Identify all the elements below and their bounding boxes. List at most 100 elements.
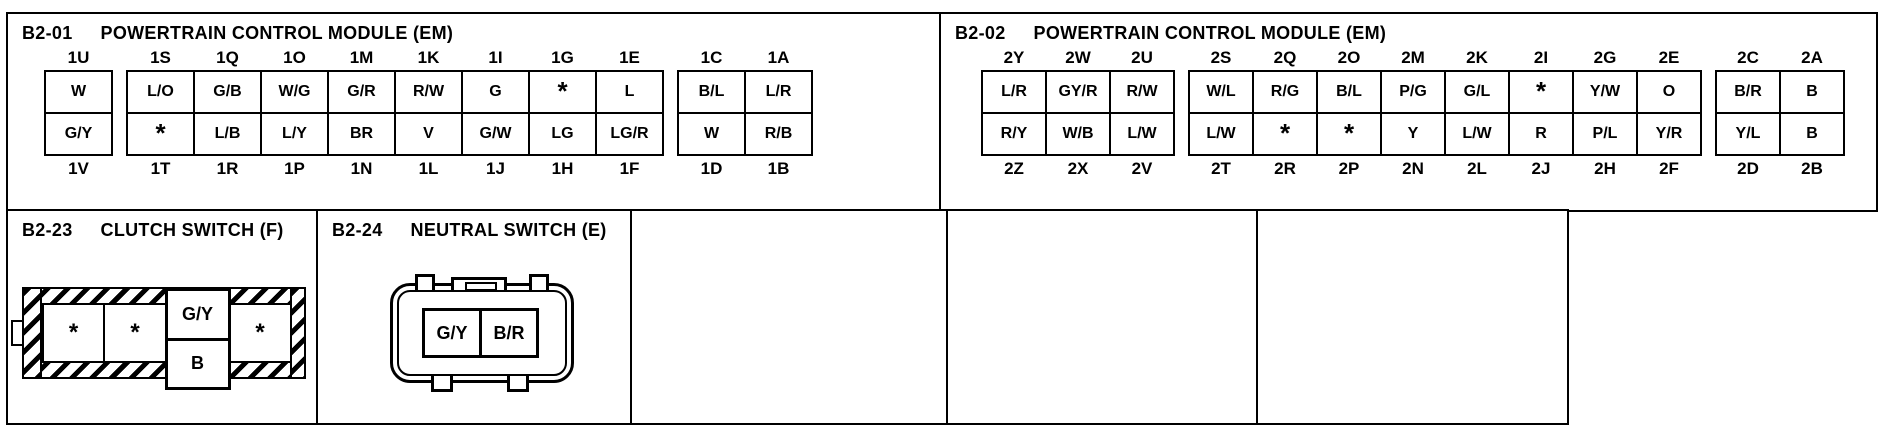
clutch-switch-connector-drawing: * * G/Y B *: [11, 281, 306, 390]
pin-number-label: 2C: [1737, 47, 1759, 67]
wire-color-cell: G/Y: [44, 112, 113, 156]
wire-color-cell: *: [126, 112, 195, 156]
terminal-row: G/Y B/R: [422, 308, 539, 358]
wire-color-cell: R/B: [744, 112, 813, 156]
connector-id: B2-01: [22, 23, 73, 43]
wire-color-cell: B: [1779, 70, 1845, 114]
pin-number-label: 2E: [1658, 47, 1680, 67]
pin-number-label: 2T: [1211, 158, 1231, 178]
wire-color-cell: W: [44, 70, 113, 114]
pin-number-label: 2A: [1801, 47, 1823, 67]
hatch-cap-left: [22, 287, 42, 379]
pin-number-label: 1F: [619, 158, 640, 178]
pin-number-label: 1Q: [216, 47, 239, 67]
pin-number-label: 1O: [283, 47, 306, 67]
wire-color-cell: Y/R: [1636, 112, 1702, 156]
pin-number-label: 2L: [1467, 158, 1487, 178]
pin-number-label: 1U: [67, 47, 90, 67]
wire-color-cell: L/R: [744, 70, 813, 114]
pin-number-label: 2H: [1594, 158, 1616, 178]
pin-number-label: 1E: [619, 47, 640, 67]
housing-tab: [431, 376, 453, 392]
wire-color-cell: B: [1779, 112, 1845, 156]
pin-number-label: 1S: [150, 47, 171, 67]
pin-number-label: 2Y: [1003, 47, 1025, 67]
terminal-cell: G/Y: [422, 308, 482, 358]
connector-header-b2-01: B2-01 POWERTRAIN CONTROL MODULE (EM): [8, 14, 940, 44]
pin-number-label: 1H: [551, 158, 574, 178]
wire-color-cell: L/W: [1444, 112, 1510, 156]
connector-title: POWERTRAIN CONTROL MODULE (EM): [1033, 23, 1387, 43]
wire-color-cell: R/W: [394, 70, 463, 114]
pin-number-label: 2F: [1659, 158, 1679, 178]
wire-color-cell: R/W: [1109, 70, 1175, 114]
pin-number-label: 2X: [1067, 158, 1089, 178]
wire-color-cell: B/L: [1316, 70, 1382, 114]
pin-number-label: 2Z: [1004, 158, 1024, 178]
pin-number-label: 2D: [1737, 158, 1759, 178]
pin-number-label: 1I: [488, 47, 503, 67]
wire-color-cell: R: [1508, 112, 1574, 156]
empty-cell: [630, 209, 949, 425]
wire-color-cell: LG/R: [595, 112, 664, 156]
connector-mount-tab: [11, 320, 24, 346]
wire-color-cell: Y/L: [1715, 112, 1781, 156]
connector-id: B2-24: [332, 220, 383, 240]
pin-number-label: 2B: [1801, 158, 1823, 178]
pin-number-label: 1P: [284, 158, 305, 178]
connector-housing-inner: G/Y B/R: [397, 290, 567, 376]
connector-title: POWERTRAIN CONTROL MODULE (EM): [100, 23, 454, 43]
pin-number-label: 2N: [1402, 158, 1424, 178]
wire-color-cell: W/B: [1045, 112, 1111, 156]
terminal-cell: *: [103, 303, 167, 363]
pin-number-label: 2G: [1593, 47, 1617, 67]
pin-number-label: 1N: [350, 158, 373, 178]
pin-number-label: 1J: [486, 158, 505, 178]
wire-color-cell: L: [595, 70, 664, 114]
pin-number-label: 2W: [1065, 47, 1091, 67]
wire-color-cell: L/W: [1109, 112, 1175, 156]
pin-number-label: 1K: [417, 47, 440, 67]
terminal-cell: B: [191, 353, 204, 374]
pin-number-label: 2I: [1533, 47, 1549, 67]
pin-number-label: 1B: [767, 158, 790, 178]
pin-number-label: 1L: [418, 158, 439, 178]
wire-color-cell: W: [677, 112, 746, 156]
wire-color-cell: G: [461, 70, 530, 114]
pin-number-label: 2O: [1337, 47, 1361, 67]
wire-color-cell: R/G: [1252, 70, 1318, 114]
pin-number-label: 2S: [1210, 47, 1232, 67]
wire-color-cell: GY/R: [1045, 70, 1111, 114]
pin-number-label: 1D: [700, 158, 723, 178]
wire-color-cell: P/L: [1572, 112, 1638, 156]
terminal-row: * * G/Y B *: [41, 288, 292, 390]
pin-number-label: 1C: [700, 47, 723, 67]
wire-color-cell: L/B: [193, 112, 262, 156]
wire-color-cell: Y/W: [1572, 70, 1638, 114]
housing-tab: [507, 376, 529, 392]
pin-number-label: 2J: [1531, 158, 1551, 178]
wire-color-cell: P/G: [1380, 70, 1446, 114]
pin-number-label: 1V: [68, 158, 89, 178]
pin-number-label: 2R: [1274, 158, 1296, 178]
wire-color-cell: G/R: [327, 70, 396, 114]
pin-number-label: 2V: [1131, 158, 1153, 178]
terminal-stacked-cell: G/Y B: [164, 288, 231, 390]
terminal-cell: G/Y: [167, 291, 228, 341]
terminal-cell: *: [228, 303, 292, 363]
pin-number-label: 1T: [150, 158, 171, 178]
wire-color-cell: L/R: [981, 70, 1047, 114]
connector-housing-outline: G/Y B/R: [390, 274, 574, 392]
wire-color-cell: W/G: [260, 70, 329, 114]
wire-color-cell: *: [528, 70, 597, 114]
terminal-cell: *: [41, 303, 106, 363]
